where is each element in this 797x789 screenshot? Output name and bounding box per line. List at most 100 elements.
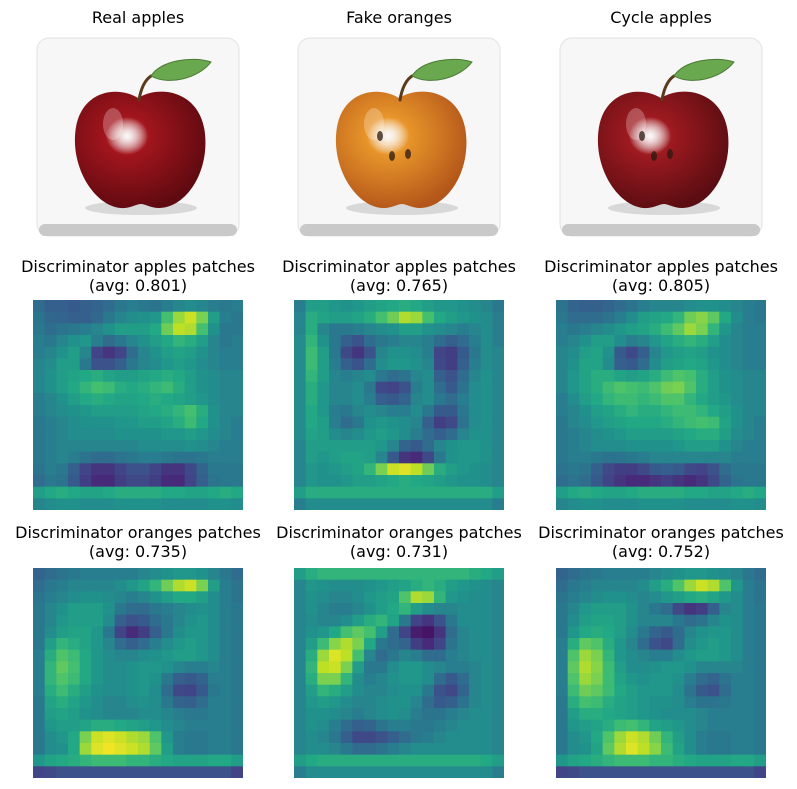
patch-heatmap [33, 568, 243, 778]
heatmap-cell [103, 416, 116, 429]
heatmap-cell [591, 719, 604, 732]
heatmap-cell [457, 568, 470, 581]
heatmap-cell [626, 684, 639, 697]
heatmap-cell [91, 743, 104, 756]
heatmap-cell [661, 579, 674, 592]
heatmap-cell [33, 731, 46, 744]
heatmap-cell [126, 370, 139, 383]
heatmap-cell [661, 591, 674, 604]
heatmap-cell [649, 486, 662, 499]
heatmap-cell [579, 428, 592, 441]
heatmap-cell [126, 696, 139, 709]
heatmap-cell [196, 754, 209, 767]
heatmap-cell [591, 743, 604, 756]
orange-image [294, 32, 504, 242]
heatmap-cell [649, 591, 662, 604]
heatmap-cell [340, 381, 353, 394]
heatmap-cell [138, 346, 151, 359]
heatmap-cell [196, 346, 209, 359]
heatmap-cell [103, 463, 116, 476]
heatmap-cell [602, 416, 615, 429]
heatmap-cell [68, 766, 81, 778]
heatmap-cell [684, 731, 697, 744]
heatmap-cell [469, 649, 482, 662]
heatmap-cell [375, 673, 388, 686]
heatmap-cell [696, 708, 709, 721]
heatmap-cell [567, 649, 580, 662]
heatmap-cell [126, 626, 139, 639]
heatmap-cell [754, 475, 766, 488]
heatmap-cell [329, 731, 342, 744]
heatmap-cell [208, 393, 221, 406]
heatmap-cell [305, 661, 318, 674]
heatmap-cell [103, 684, 116, 697]
heatmap-cell [434, 626, 447, 639]
heatmap-cell [103, 381, 116, 394]
heatmap-cell [399, 719, 412, 732]
heatmap-cell [556, 311, 569, 324]
heatmap-cell [340, 498, 353, 510]
heatmap-cell [305, 381, 318, 394]
heatmap-cell [614, 649, 627, 662]
panel-title: Discriminator oranges patches (avg: 0.75… [526, 523, 796, 561]
heatmap-cell [649, 370, 662, 383]
heatmap-cell [696, 649, 709, 662]
heatmap-cell [219, 579, 232, 592]
heatmap-cell [387, 638, 400, 651]
heatmap-cell [480, 405, 493, 418]
heatmap-cell [138, 638, 151, 651]
heatmap-cell [719, 568, 732, 581]
heatmap-cell [173, 428, 186, 441]
heatmap-cell [126, 614, 139, 627]
heatmap-cell [352, 684, 365, 697]
heatmap-cell [445, 440, 458, 453]
heatmap-cell [434, 440, 447, 453]
heatmap-cell [149, 743, 162, 756]
heatmap-cell [457, 323, 470, 336]
heatmap-cell [219, 416, 232, 429]
heatmap-cell [556, 579, 569, 592]
heatmap-cell [173, 754, 186, 767]
heatmap-cell [696, 416, 709, 429]
heatmap-cell [44, 743, 57, 756]
heatmap-cell [231, 638, 243, 651]
heatmap-cell [68, 300, 81, 313]
heatmap-cell [294, 463, 307, 476]
heatmap-cell [719, 708, 732, 721]
heatmap-cell [672, 684, 685, 697]
heatmap-cell [672, 370, 685, 383]
heatmap-cell [556, 323, 569, 336]
heatmap-cell [422, 463, 435, 476]
heatmap-cell [731, 475, 744, 488]
heatmap-cell [196, 393, 209, 406]
heatmap-cell [684, 335, 697, 348]
heatmap-cell [754, 381, 766, 394]
heatmap-cell [294, 673, 307, 686]
heatmap-cell [707, 673, 720, 686]
heatmap-cell [33, 311, 46, 324]
heatmap-cell [707, 393, 720, 406]
heatmap-cell [696, 498, 709, 510]
heatmap-cell [480, 440, 493, 453]
heatmap-cell [637, 416, 650, 429]
heatmap-cell [614, 405, 627, 418]
heatmap-cell [79, 743, 92, 756]
heatmap-cell [614, 346, 627, 359]
heatmap-cell [602, 766, 615, 778]
heatmap-cell [184, 579, 197, 592]
heatmap-cell [208, 661, 221, 674]
heatmap-cell [742, 393, 755, 406]
heatmap-cell [731, 311, 744, 324]
heatmap-cell [579, 486, 592, 499]
heatmap-cell [196, 731, 209, 744]
heatmap-cell [445, 451, 458, 464]
heatmap-cell [742, 684, 755, 697]
heatmap-cell [387, 346, 400, 359]
heatmap-cell [742, 603, 755, 616]
heatmap-cell [184, 370, 197, 383]
heatmap-cell [410, 626, 423, 639]
heatmap-cell [434, 673, 447, 686]
heatmap-cell [208, 300, 221, 313]
heatmap-cell [161, 300, 174, 313]
heatmap-cell [719, 638, 732, 651]
